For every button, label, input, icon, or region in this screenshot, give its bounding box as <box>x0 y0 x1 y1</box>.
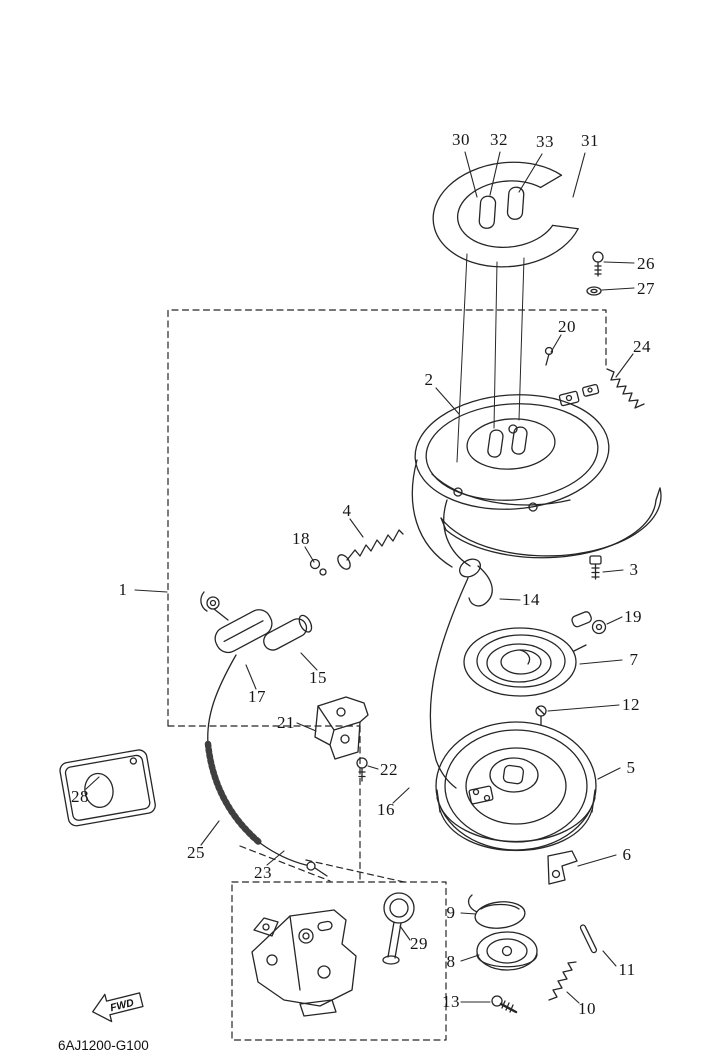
spring-10-drawing <box>548 961 577 1001</box>
handle-drawing <box>200 591 273 654</box>
dashed-enclosure <box>167 309 607 1041</box>
pin-11-drawing <box>579 924 598 954</box>
fwd-label: FWD <box>109 997 136 1015</box>
ball-18-drawing <box>309 558 327 576</box>
bolt-3-drawing <box>589 555 602 580</box>
pawl-8-drawing <box>476 931 538 971</box>
clamp-6-drawing <box>547 850 578 885</box>
bracket-21-drawing <box>314 696 369 782</box>
top-fasteners-drawing <box>544 251 604 366</box>
starter-rope-drawing <box>204 565 493 877</box>
alignment-lines <box>456 253 525 463</box>
hook-29-drawing <box>382 892 415 965</box>
screw-12-drawing <box>535 705 547 726</box>
spring-24-drawing <box>606 368 645 409</box>
spring-4-drawing <box>337 529 404 570</box>
diagram-code: 6AJ1200-G100 <box>58 1038 149 1053</box>
fwd-arrow: FWD <box>92 992 144 1023</box>
seat-9-drawing <box>467 894 526 929</box>
leader-lines <box>85 151 635 1004</box>
spiral-spring-drawing <box>463 627 587 697</box>
bolt-13-drawing <box>491 995 518 1014</box>
seal-ring-drawing <box>432 161 579 268</box>
rope-guide-drawing <box>263 614 313 651</box>
bottom-bracket-drawing <box>251 909 357 1017</box>
sheave-drum-drawing <box>435 721 597 852</box>
clip-19-drawing <box>571 611 607 635</box>
starter-case-drawing <box>411 383 662 578</box>
plate-28-drawing <box>59 749 156 827</box>
